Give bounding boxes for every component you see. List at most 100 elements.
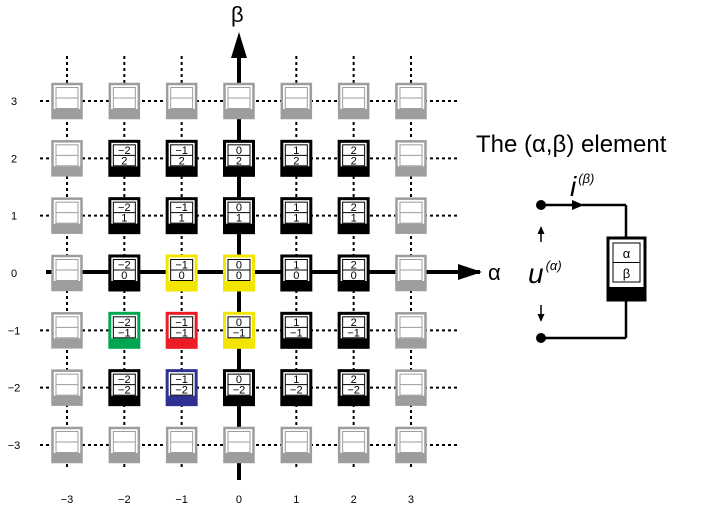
element-beta-value: −2 xyxy=(233,385,246,397)
labeled-element: 2−2 xyxy=(337,369,370,407)
labeled-element: 11 xyxy=(280,197,313,235)
legend-element-band xyxy=(608,287,645,300)
element-beta-value: −1 xyxy=(233,327,246,339)
element-alpha-value: 0 xyxy=(236,145,242,157)
y-tick-label: −1 xyxy=(8,325,21,337)
empty-element xyxy=(165,82,198,120)
element-band xyxy=(167,338,197,348)
voltage-up-arrowhead-icon xyxy=(537,226,545,234)
current-arrow-icon xyxy=(572,200,584,210)
empty-element xyxy=(337,82,370,120)
legend-title: The (α,β) element xyxy=(476,131,667,158)
alpha-axis-arrowhead xyxy=(458,264,482,280)
labeled-element: −12 xyxy=(165,139,198,177)
empty-element xyxy=(223,82,255,120)
element-beta-value: −2 xyxy=(175,385,188,397)
element-band xyxy=(167,109,197,118)
element-beta-value: 1 xyxy=(351,213,357,225)
empty-element xyxy=(280,426,313,464)
element-beta-value: −1 xyxy=(290,327,303,339)
empty-element xyxy=(165,426,198,464)
element-alpha-value: −1 xyxy=(175,259,188,271)
element-band xyxy=(339,223,369,233)
x-tick-label: 2 xyxy=(351,494,357,506)
element-beta-value: 0 xyxy=(293,270,299,282)
element-alpha-value: 2 xyxy=(351,259,357,271)
element-band xyxy=(281,166,311,176)
element-band xyxy=(224,223,254,233)
x-tick-label: 0 xyxy=(236,494,242,506)
empty-element xyxy=(51,140,83,177)
element-alpha-value: 0 xyxy=(236,374,242,386)
element-alpha-value: 1 xyxy=(293,317,299,329)
element-band xyxy=(281,223,311,233)
beta-axis-arrowhead xyxy=(231,32,247,58)
element-alpha-value: −2 xyxy=(118,145,131,157)
element-alpha-value: 1 xyxy=(293,259,299,271)
legend-element-bottom: β xyxy=(623,266,630,281)
element-alpha-value: 0 xyxy=(236,202,242,214)
y-tick-label: 3 xyxy=(11,96,17,108)
labeled-element: 0−2 xyxy=(222,369,255,407)
legend: The (α,β) element i(β) u(α) α β xyxy=(476,131,667,343)
element-beta-value: 2 xyxy=(293,155,299,167)
element-band xyxy=(281,395,311,405)
x-tick-label: −2 xyxy=(118,494,131,506)
element-alpha-value: −1 xyxy=(175,374,188,386)
labeled-element: 21 xyxy=(337,197,370,235)
element-band xyxy=(224,338,254,348)
element-alpha-value: 1 xyxy=(293,202,299,214)
empty-element xyxy=(108,426,141,464)
element-beta-value: −1 xyxy=(347,327,360,339)
element-band xyxy=(339,395,369,405)
element-band xyxy=(281,452,311,462)
empty-element xyxy=(108,82,141,120)
labeled-element: 02 xyxy=(222,139,255,177)
element-beta-value: −2 xyxy=(118,385,131,397)
element-beta-value: 2 xyxy=(121,155,127,167)
element-band xyxy=(224,109,254,118)
element-band xyxy=(396,395,426,405)
element-alpha-value: 2 xyxy=(351,202,357,214)
element-beta-value: 2 xyxy=(351,155,357,167)
element-band xyxy=(281,338,311,348)
element-band xyxy=(109,338,139,348)
element-band xyxy=(224,166,254,176)
element-alpha-value: 2 xyxy=(351,374,357,386)
element-alpha-value: 1 xyxy=(293,145,299,157)
labeled-element: −21 xyxy=(108,197,141,235)
bottom-terminal xyxy=(536,333,546,343)
current-superscript: (β) xyxy=(578,171,594,186)
element-band xyxy=(224,395,254,405)
element-band xyxy=(396,166,426,176)
element-band xyxy=(52,223,82,233)
element-alpha-value: −2 xyxy=(118,259,131,271)
element-band xyxy=(224,452,254,462)
top-terminal xyxy=(536,200,546,210)
element-band xyxy=(52,280,82,290)
element-alpha-value: 2 xyxy=(351,317,357,329)
element-band xyxy=(109,109,139,118)
element-band xyxy=(167,280,197,290)
labeled-element: 1−2 xyxy=(280,369,313,407)
labeled-element: 01 xyxy=(222,197,255,235)
element-band xyxy=(339,166,369,176)
voltage-down-arrowhead-icon xyxy=(537,314,545,322)
element-band xyxy=(224,280,254,290)
element-band xyxy=(167,395,197,405)
element-band xyxy=(52,166,82,176)
labeled-element: 22 xyxy=(337,139,370,177)
element-band xyxy=(52,452,82,462)
y-tick-label: 1 xyxy=(11,211,17,223)
empty-element xyxy=(395,82,427,120)
labeled-element: −2−2 xyxy=(108,369,141,407)
element-beta-value: 1 xyxy=(293,213,299,225)
empty-element xyxy=(280,82,313,120)
element-band xyxy=(109,166,139,176)
y-tick-label: 2 xyxy=(11,153,17,165)
voltage-label: u(α) xyxy=(528,258,562,289)
empty-element xyxy=(51,254,83,292)
element-band xyxy=(396,109,426,118)
